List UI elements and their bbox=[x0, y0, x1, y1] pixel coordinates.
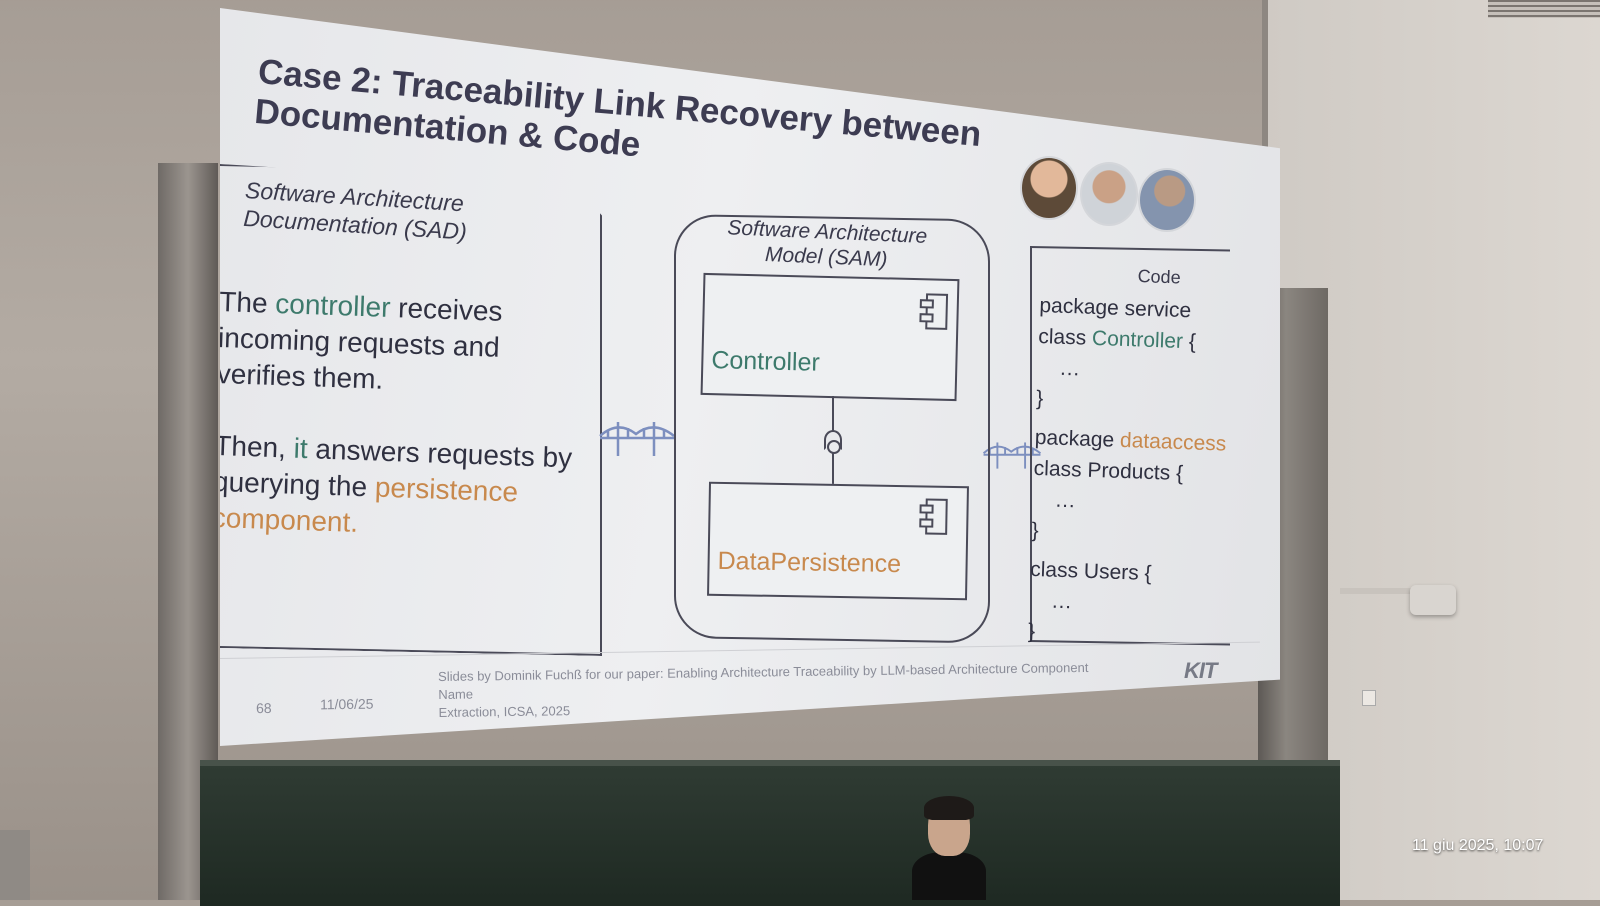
provided-interface-ball bbox=[827, 440, 841, 454]
slide-credit-line1: Slides by Dominik Fuchß for our paper: E… bbox=[438, 659, 1098, 704]
sad-text: The controller receives incoming request… bbox=[210, 284, 590, 585]
presenter-hair bbox=[924, 796, 974, 820]
controller-component: Controller bbox=[701, 273, 960, 401]
avatar bbox=[1138, 168, 1196, 232]
sad-paragraph-2: Then, it answers requests by querying th… bbox=[211, 428, 585, 549]
photo-timestamp: 11 giu 2025, 10:07 bbox=[1412, 837, 1543, 855]
component-icon bbox=[918, 292, 949, 331]
code-line: } bbox=[1028, 616, 1229, 654]
slide-credit: Slides by Dominik Fuchß for our paper: E… bbox=[438, 659, 1099, 722]
projected-slide: Case 2: Traceability Link Recovery betwe… bbox=[220, 8, 1280, 746]
code-line: } bbox=[1036, 383, 1237, 421]
code-line: } bbox=[1031, 515, 1232, 553]
text-span: The bbox=[219, 286, 276, 319]
slide-page-number: 68 bbox=[256, 700, 272, 716]
kit-logo: KIT bbox=[1184, 658, 1216, 684]
author-avatars bbox=[1020, 156, 1210, 226]
controller-component-label: Controller bbox=[711, 346, 820, 378]
presenter bbox=[918, 800, 978, 900]
code-listing: package service class Controller { … } p… bbox=[1028, 290, 1240, 654]
avatar bbox=[1020, 156, 1078, 220]
board-handle bbox=[0, 830, 30, 900]
wall-switch bbox=[1362, 690, 1376, 706]
bridge-icon bbox=[598, 416, 676, 458]
wall-bracket bbox=[1340, 588, 1420, 594]
datapersistence-component-label: DataPersistence bbox=[717, 547, 901, 579]
slide-date: 11/06/25 bbox=[320, 696, 374, 713]
highlight-controller-class: Controller bbox=[1092, 327, 1184, 353]
code-title: Code bbox=[1137, 266, 1181, 288]
ceiling-vent bbox=[1488, 0, 1600, 18]
datapersistence-component: DataPersistence bbox=[707, 482, 969, 601]
text-span: Then, bbox=[214, 430, 294, 464]
presenter-body bbox=[912, 852, 986, 900]
text-span: { bbox=[1183, 330, 1197, 353]
text-span: class bbox=[1038, 325, 1092, 350]
component-icon bbox=[918, 497, 949, 536]
chalkboard bbox=[200, 760, 1340, 906]
sad-paragraph-1: The controller receives incoming request… bbox=[216, 284, 590, 405]
highlight-controller: controller bbox=[275, 288, 391, 323]
text-span: package bbox=[1034, 426, 1120, 452]
highlight-dataaccess: dataaccess bbox=[1120, 429, 1227, 456]
avatar bbox=[1080, 162, 1138, 226]
wall-clamp bbox=[1410, 585, 1456, 615]
